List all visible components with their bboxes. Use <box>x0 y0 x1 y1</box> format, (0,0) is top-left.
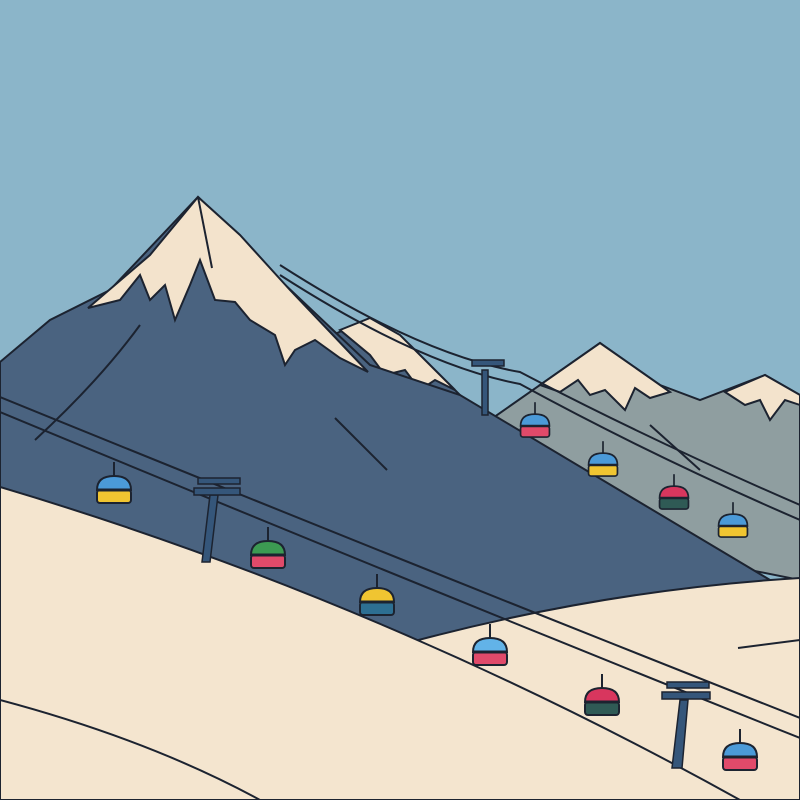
main-mountain-snow <box>87 195 369 373</box>
slope-line <box>0 699 261 800</box>
gondola-cabin <box>519 402 551 438</box>
main-mountain-line-2 <box>334 417 388 471</box>
gondola-cabin <box>658 474 690 510</box>
back-mountain-ridge-line <box>649 424 701 471</box>
back-mountain-snow <box>537 341 673 412</box>
front-tower-2 <box>661 681 711 769</box>
right-hill-line <box>737 639 800 649</box>
gondolas <box>95 402 759 771</box>
gondola-cabin <box>721 729 759 771</box>
gondola-cabin <box>471 624 509 666</box>
gondola-cabin <box>717 502 749 538</box>
back-tower <box>471 359 505 416</box>
main-mountain-ridge <box>197 196 213 269</box>
back-mountain-snow-2 <box>722 373 800 422</box>
back-cable <box>279 264 800 521</box>
gondola-cabin <box>358 574 396 616</box>
gondola-cabin <box>587 441 619 477</box>
gondola-cabin <box>583 674 621 716</box>
gondola-cabin <box>249 527 287 569</box>
main-mountain-line-1 <box>34 324 141 441</box>
front-tower-1 <box>193 477 241 563</box>
gondola-cabin <box>95 462 133 504</box>
